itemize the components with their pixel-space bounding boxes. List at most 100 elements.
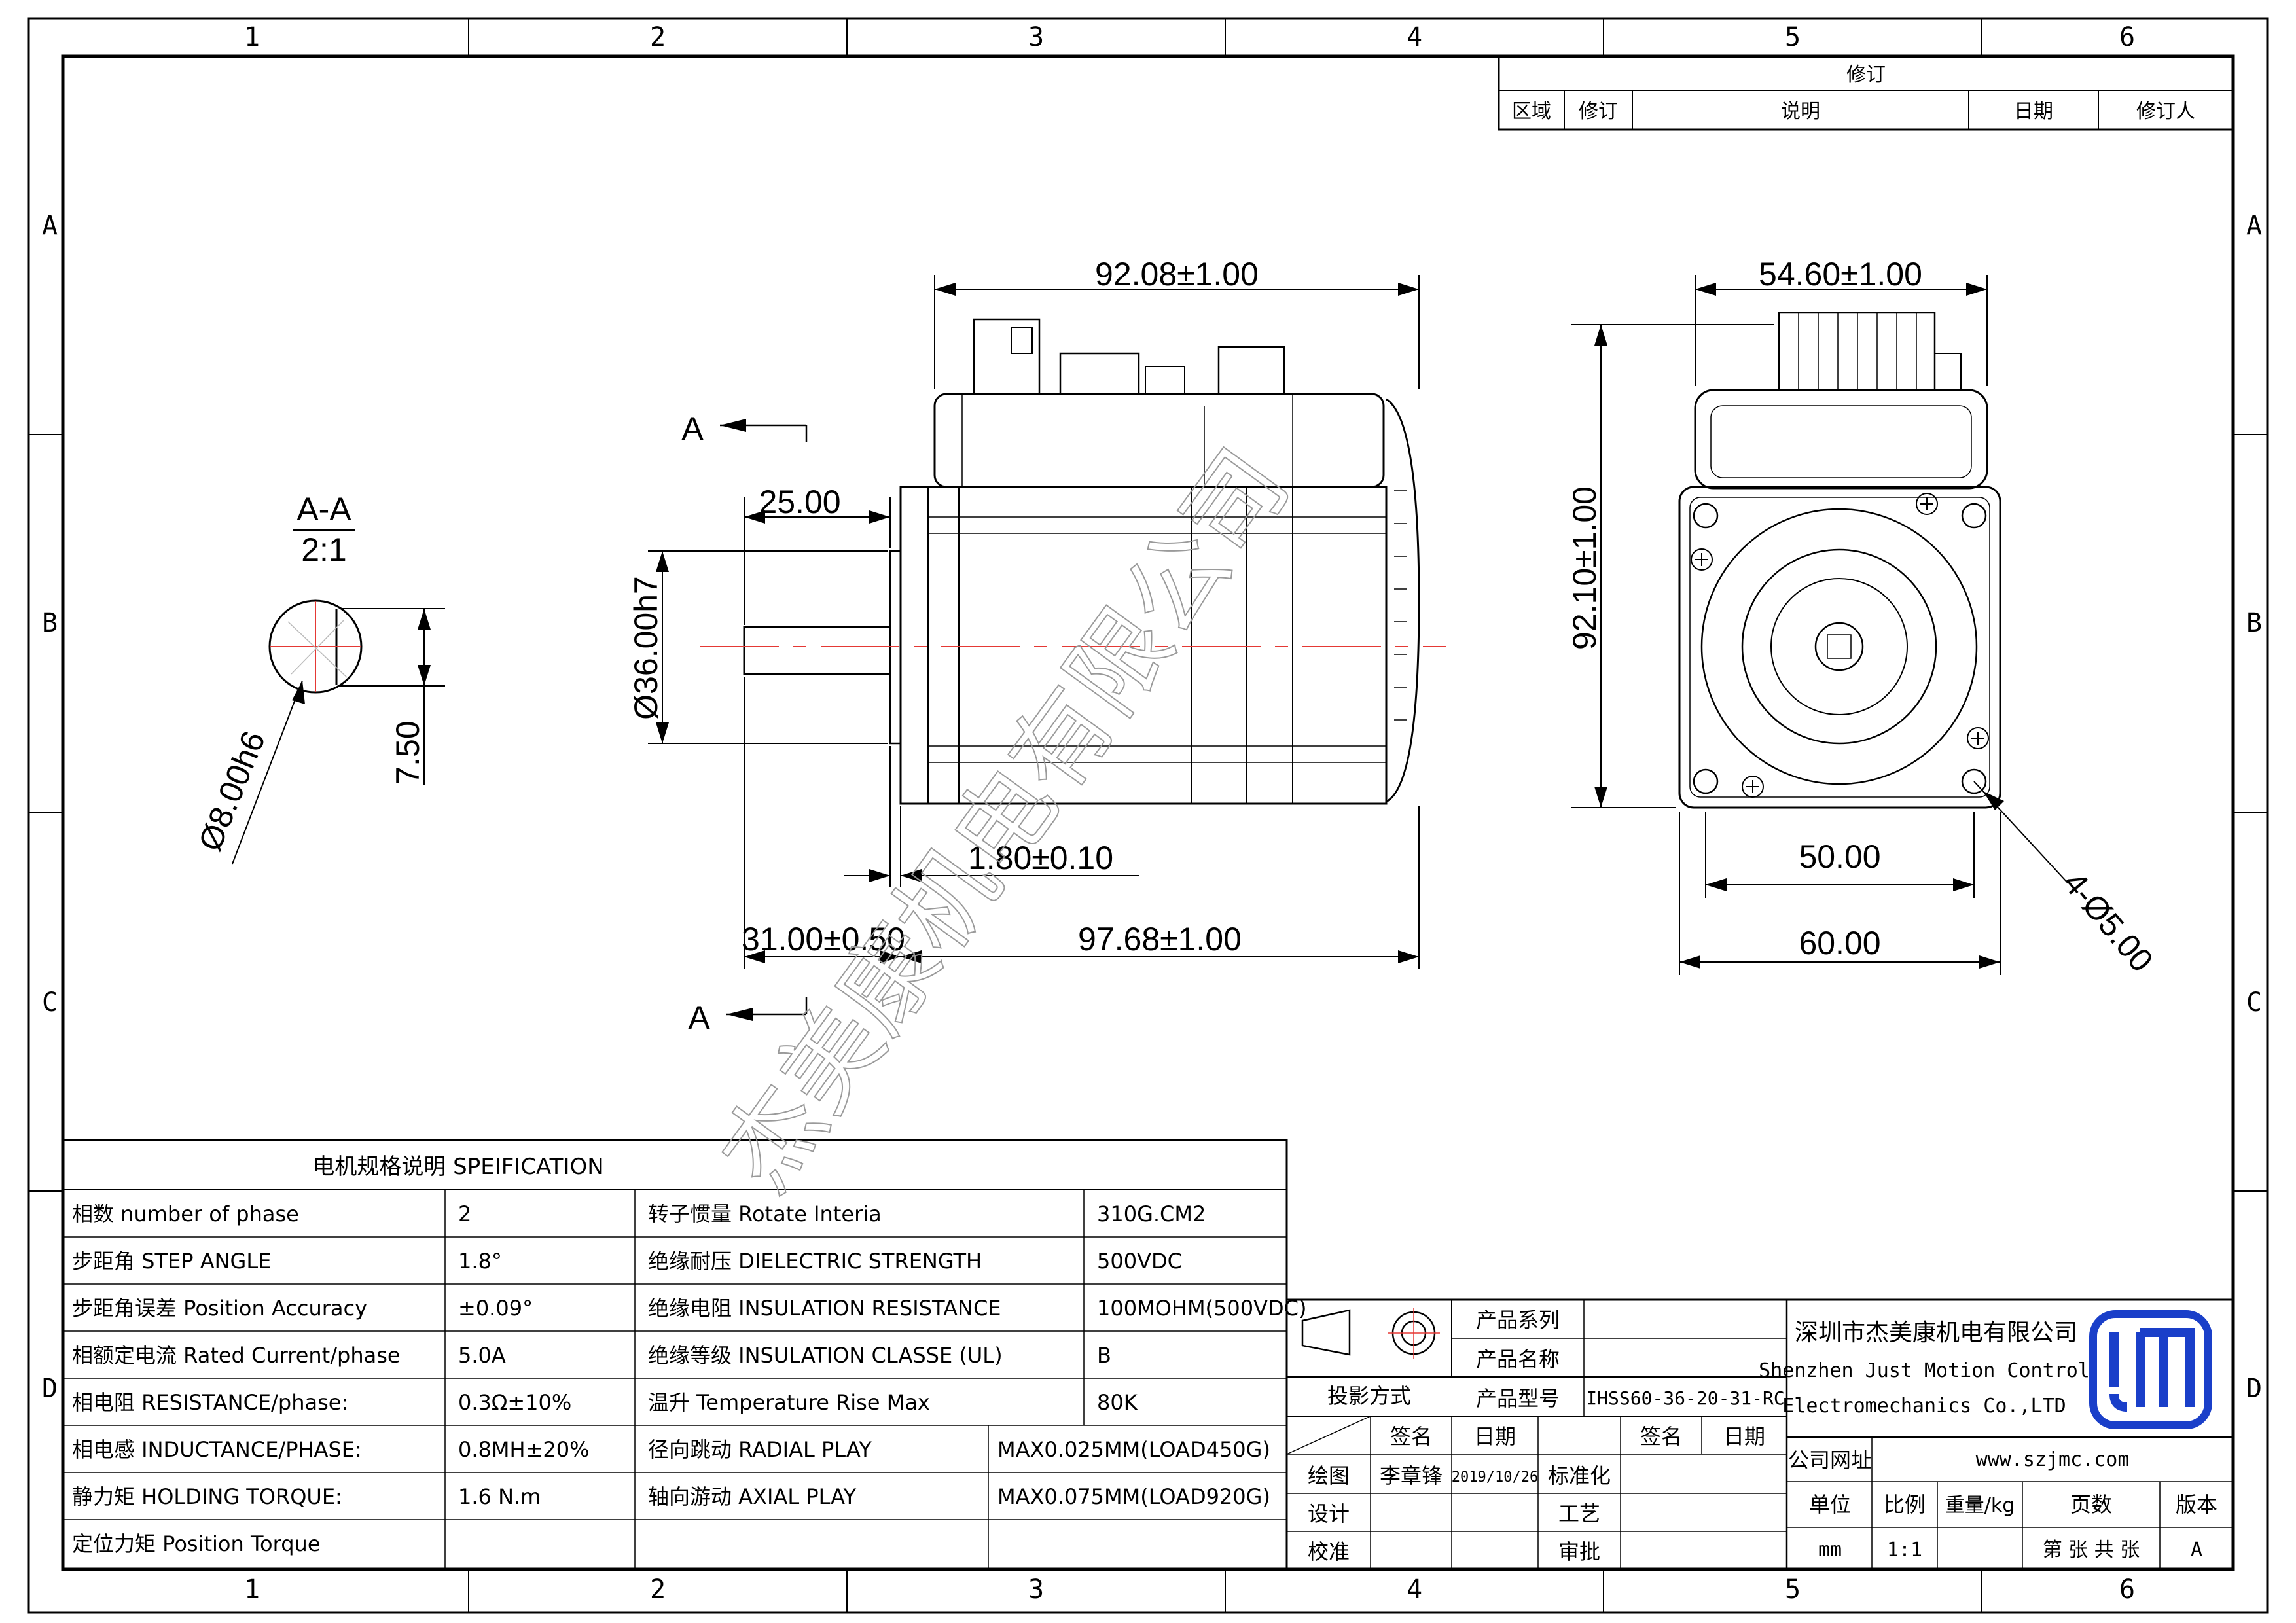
zone-row-a-right: A <box>2246 211 2262 241</box>
spec-cell-v1: 0.8MH±20% <box>458 1437 590 1462</box>
shaft-length-dim: 25.00 <box>759 484 840 520</box>
pages-value: 第 张 共 张 <box>2043 1539 2140 1561</box>
zone-col-4: 4 <box>1407 22 1422 52</box>
spec-cell-k2: 绝缘耐压 DIELECTRIC STRENGTH <box>648 1249 982 1274</box>
hole-pitch-dim: 50.00 <box>1799 838 1880 875</box>
drawer-name: 李章锋 <box>1380 1463 1443 1488</box>
name-label: 产品名称 <box>1476 1347 1560 1372</box>
section-mark-top: A <box>681 410 704 447</box>
company-cn: 深圳市杰美康机电有限公司 <box>1795 1319 2077 1346</box>
weight-label: 重量/kg <box>1945 1494 2015 1517</box>
spec-cell-k2: 绝缘等级 INSULATION CLASSE (UL) <box>648 1343 1003 1368</box>
zone-col-1-bottom: 1 <box>244 1575 260 1605</box>
total-length-dim: 97.68±1.00 <box>1078 921 1242 957</box>
spec-cell-v2: MAX0.075MM(LOAD920G) <box>997 1484 1270 1509</box>
spec-cell-v1: 1.8° <box>458 1249 502 1274</box>
spec-cell-v1: ±0.09° <box>458 1296 533 1321</box>
section-scale: 2:1 <box>301 531 347 568</box>
revision-title: 修订 <box>1846 63 1886 86</box>
zone-col-3: 3 <box>1028 22 1044 52</box>
draw-date: 2019/10/26 <box>1452 1469 1538 1486</box>
process-label: 工艺 <box>1558 1501 1600 1526</box>
revision-block: 修订 区域 修订 说明 日期 修订人 <box>1498 55 2234 131</box>
company-en-line2: Electromechanics Co.,LTD <box>1782 1395 2066 1418</box>
spec-cell-v1: 5.0A <box>458 1343 506 1368</box>
section-view-aa: A-A 2:1 7.50 Ø8.00h6 <box>191 491 445 865</box>
title-block: 投影方式 产品系列 产品名称 产品型号 IHSS60-36-20-31-RC 签… <box>1285 1298 2234 1571</box>
spec-cell-k1: 定位力矩 Position Torque <box>72 1531 321 1556</box>
revision-header-reviser: 修订人 <box>2136 100 2195 123</box>
spec-cell-k2: 径向跳动 RADIAL PLAY <box>648 1437 872 1462</box>
pilot-height-dim: 1.80±0.10 <box>968 840 1113 876</box>
date-label: 日期 <box>1474 1424 1516 1449</box>
spec-cell-v2: 80K <box>1097 1390 1138 1415</box>
spec-cell-k1: 步距角 STEP ANGLE <box>72 1249 271 1274</box>
holes-dim: 4-Ø5.00 <box>2056 865 2161 978</box>
revision-header-rev: 修订 <box>1579 100 1618 123</box>
zone-row-c: C <box>42 988 58 1018</box>
spec-cell-v2: B <box>1097 1343 1111 1368</box>
zone-col-5: 5 <box>1785 22 1801 52</box>
spec-cell-k1: 相额定电流 Rated Current/phase <box>72 1343 401 1368</box>
scale-value: 1:1 <box>1887 1539 1922 1561</box>
approve-label: 审批 <box>1558 1539 1600 1564</box>
check-label: 校准 <box>1308 1539 1350 1564</box>
zone-labels: 1 2 3 4 5 6 1 2 3 4 5 6 A B C D A B C D <box>42 22 2262 1605</box>
spec-cell-v1: 1.6 N.m <box>458 1484 541 1509</box>
zone-col-3-bottom: 3 <box>1028 1575 1044 1605</box>
front-view: 54.60±1.00 92.10±1.00 50.00 60.00 4-Ø5.0… <box>1566 256 2161 978</box>
sign-label-2: 签名 <box>1640 1424 1682 1449</box>
design-label: 设计 <box>1308 1501 1350 1526</box>
section-label: A-A <box>296 491 351 527</box>
spec-cell-k2: 温升 Temperature Rise Max <box>648 1390 930 1415</box>
company-en-line1: Shenzhen Just Motion Control <box>1759 1359 2090 1382</box>
zone-row-b-right: B <box>2246 608 2262 638</box>
flange-dim: 60.00 <box>1799 925 1880 961</box>
zone-row-a: A <box>42 211 58 241</box>
spec-cell-v2: 500VDC <box>1097 1249 1182 1274</box>
zone-col-1: 1 <box>244 22 260 52</box>
spec-cell-k2: 绝缘电阻 INSULATION RESISTANCE <box>648 1296 1001 1321</box>
spec-cell-k1: 步距角误差 Position Accuracy <box>72 1296 367 1321</box>
body-length-dim: 92.08±1.00 <box>1095 256 1259 293</box>
version-label: 版本 <box>2176 1492 2217 1517</box>
revision-header-desc: 说明 <box>1781 100 1820 123</box>
zone-col-2: 2 <box>650 22 666 52</box>
model-label: 产品型号 <box>1476 1386 1560 1411</box>
scale-label: 比例 <box>1884 1492 1926 1517</box>
driver-width-dim: 54.60±1.00 <box>1759 256 1922 293</box>
company-logo <box>2089 1310 2212 1429</box>
std-label: 标准化 <box>1548 1463 1611 1488</box>
pilot-dia-dim: Ø36.00h7 <box>628 576 664 720</box>
model-value: IHSS60-36-20-31-RC <box>1586 1387 1784 1409</box>
total-height-dim: 92.10±1.00 <box>1566 486 1603 650</box>
section-mark-bottom: A <box>688 999 710 1036</box>
spec-cell-v2: 100MOHM(500VDC) <box>1097 1296 1306 1321</box>
spec-cell-k1: 相电阻 RESISTANCE/phase: <box>72 1390 348 1415</box>
zone-row-d: D <box>42 1374 58 1404</box>
series-label: 产品系列 <box>1476 1308 1560 1332</box>
spec-cell-v1: 2 <box>458 1202 471 1226</box>
spec-title: 电机规格说明 SPEIFICATION <box>312 1154 603 1180</box>
side-view: 92.08±1.00 A A 25.00 Ø36.00h7 1.80±0.10 <box>628 256 1446 1036</box>
spec-cell-k2: 转子惯量 Rotate Interia <box>648 1202 882 1226</box>
spec-cell-v2: 310G.CM2 <box>1097 1202 1206 1226</box>
spec-cell-k1: 静力矩 HOLDING TORQUE: <box>72 1484 342 1509</box>
shaft-ext-dim: 31.00±0.50 <box>742 921 905 957</box>
spec-table: 电机规格说明 SPEIFICATION <box>62 1139 1288 1571</box>
revision-header-date: 日期 <box>2014 100 2053 123</box>
sign-label: 签名 <box>1390 1424 1432 1449</box>
zone-row-c-right: C <box>2246 988 2262 1018</box>
website-value: www.szjmc.com <box>1976 1448 2130 1471</box>
website-label: 公司网址 <box>1788 1448 1872 1472</box>
projection-label: 投影方式 <box>1327 1383 1411 1408</box>
zone-col-2-bottom: 2 <box>650 1575 666 1605</box>
spec-cell-k2: 轴向游动 AXIAL PLAY <box>648 1484 857 1509</box>
spec-cell-k1: 相电感 INDUCTANCE/PHASE: <box>72 1437 362 1462</box>
spec-cell-v2: MAX0.025MM(LOAD450G) <box>997 1437 1270 1462</box>
revision-header-zone: 区域 <box>1512 100 1551 123</box>
zone-row-b: B <box>42 608 58 638</box>
zone-col-6: 6 <box>2119 22 2135 52</box>
